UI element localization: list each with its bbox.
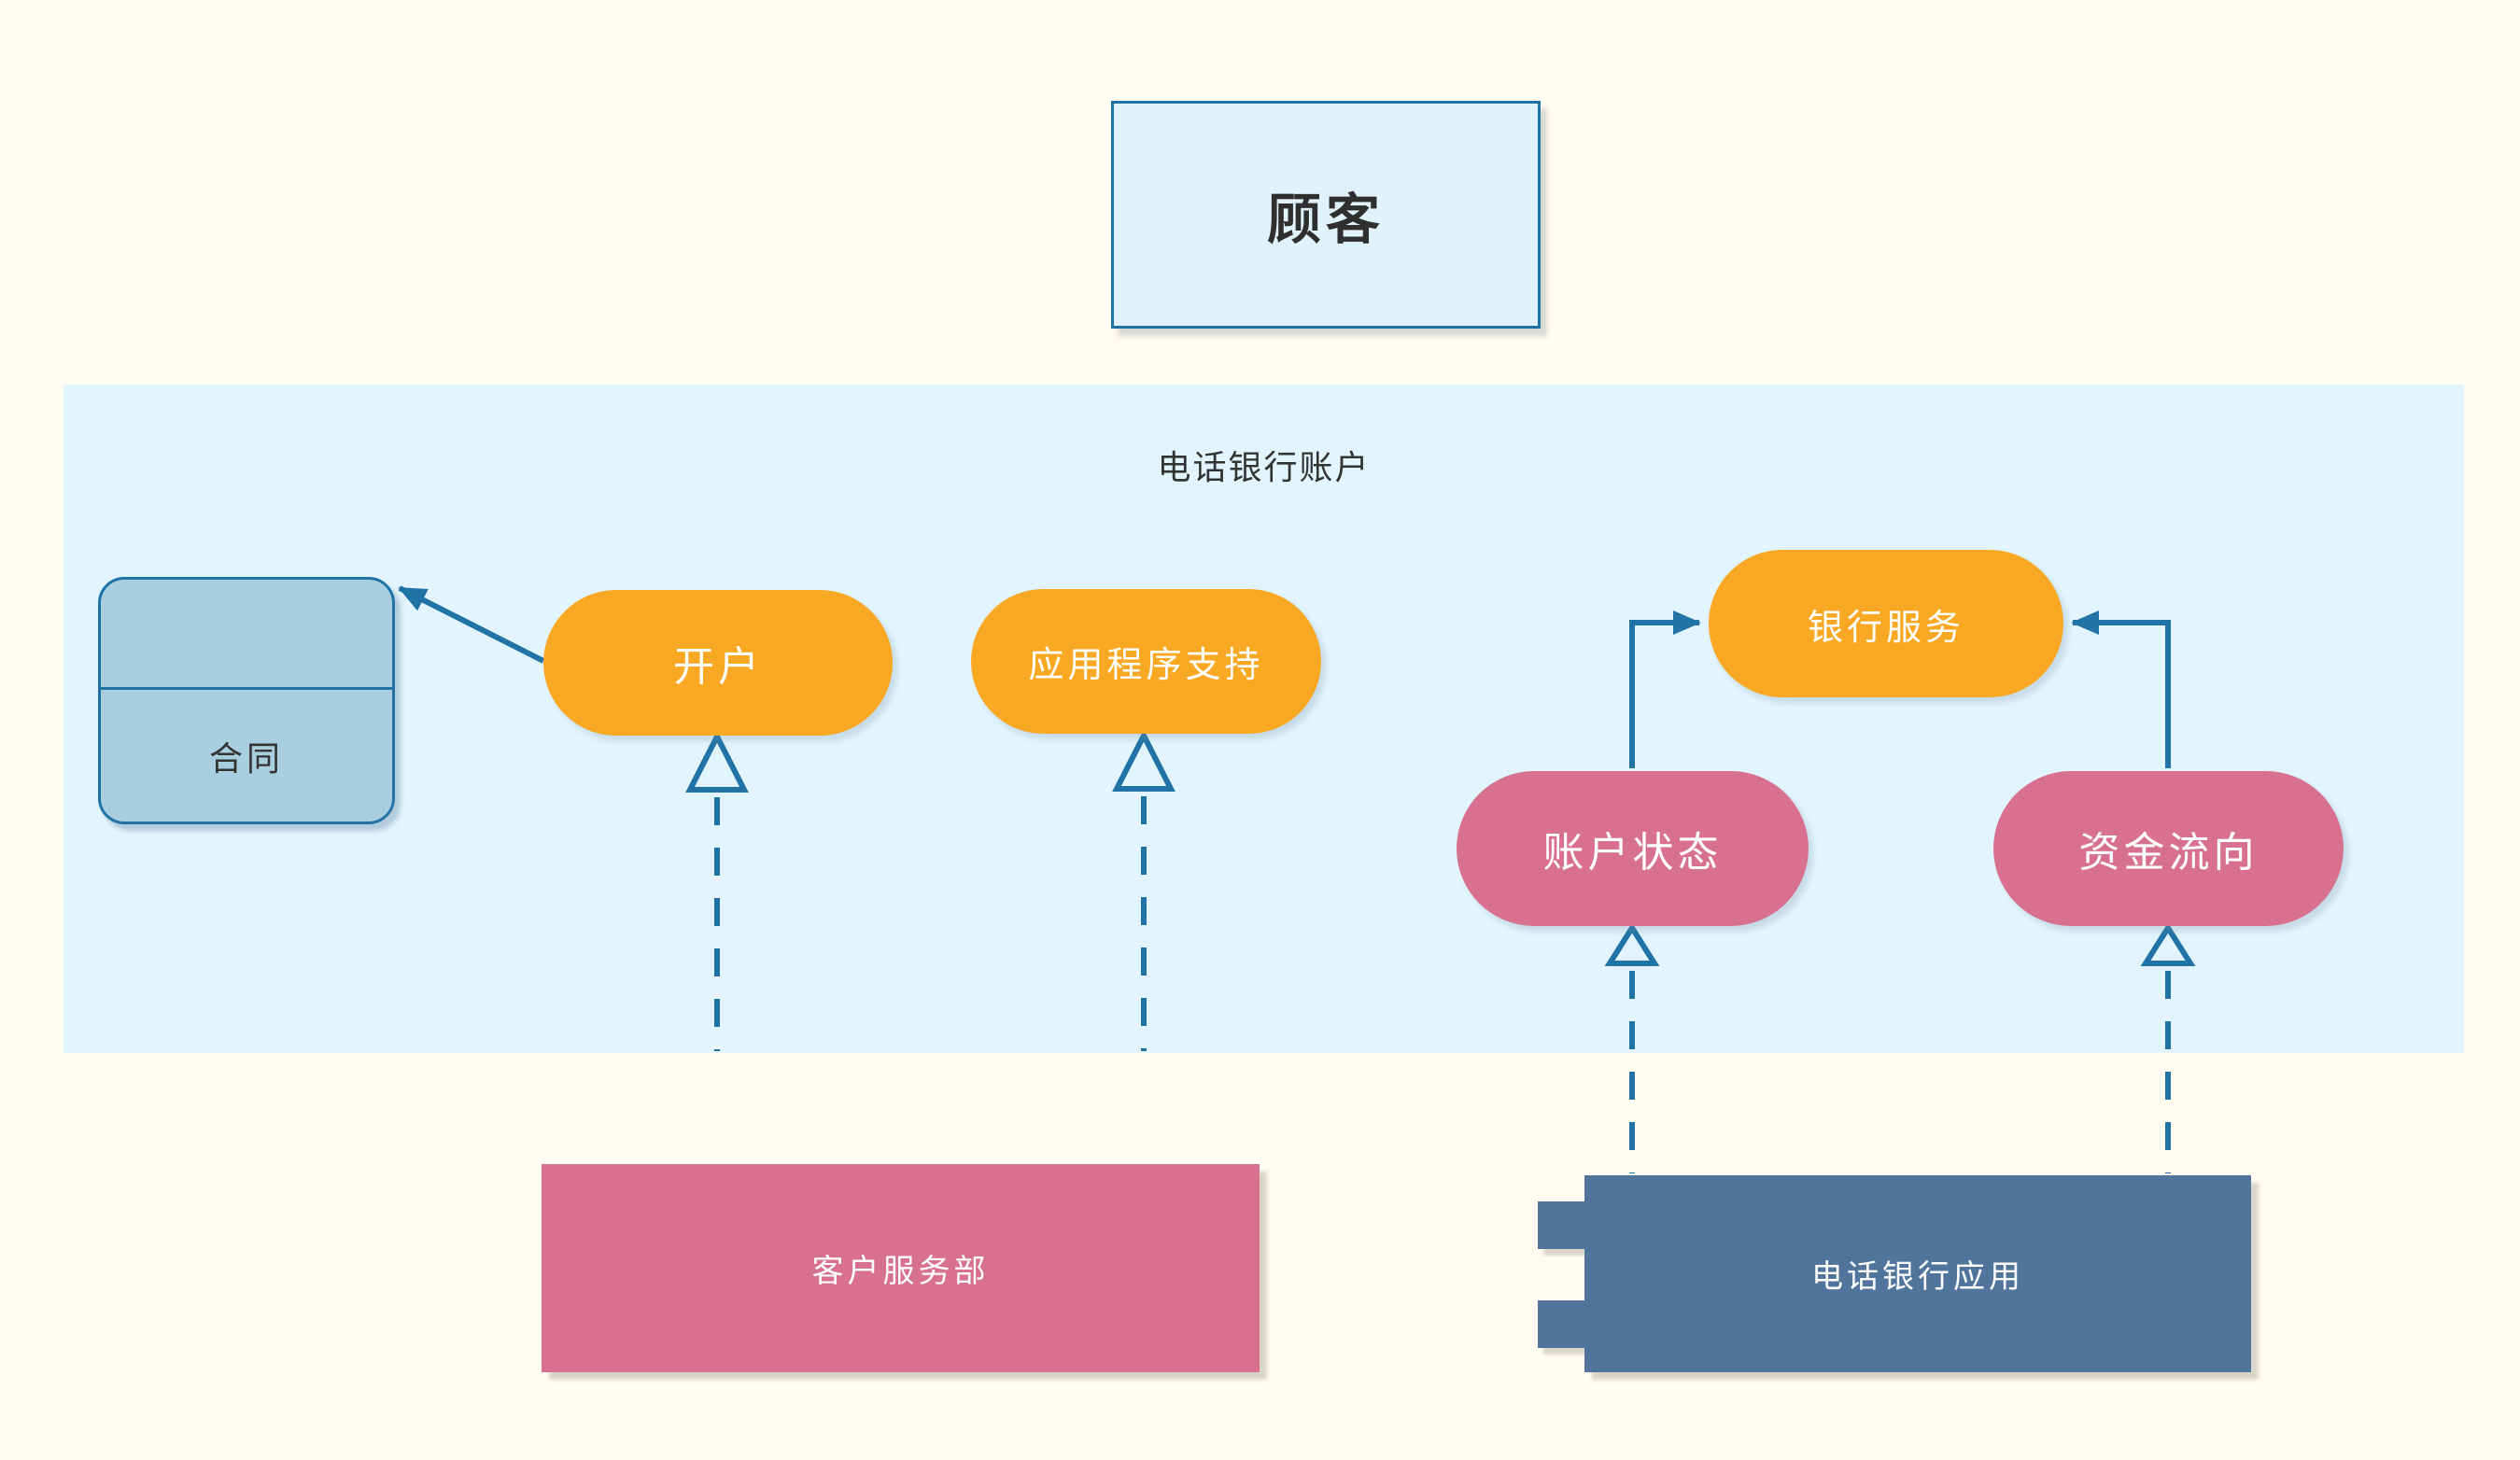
phone-banking-app-label: 电话银行应用 (1811, 1259, 2024, 1295)
system-boundary-label: 电话银行账户 (1157, 448, 1371, 486)
use-case-fund-flow: 资金流向 (1993, 771, 2344, 926)
use-case-open-account-label: 开户 (673, 644, 763, 690)
use-case-app-support: 应用程序支持 (971, 589, 1321, 734)
use-case-fund-flow-label: 资金流向 (2078, 830, 2259, 876)
use-case-bank-service-label: 银行服务 (1807, 608, 1964, 648)
use-case-account-status: 账户状态 (1457, 771, 1809, 926)
customer-box-label: 顾客 (1266, 190, 1385, 250)
customer-service-dept-label: 客户服务部 (811, 1254, 990, 1289)
use-case-app-support-label: 应用程序支持 (1028, 646, 1264, 685)
customer-service-dept-box: 客户服务部 (542, 1164, 1260, 1372)
use-case-open-account: 开户 (543, 590, 893, 736)
customer-box: 顾客 (1111, 101, 1541, 329)
contract-box: 合同 (98, 577, 395, 824)
contract-divider (101, 687, 392, 690)
phone-banking-app-component: 电话银行应用 (1584, 1175, 2251, 1372)
use-case-account-status-label: 账户状态 (1542, 830, 1723, 876)
use-case-bank-service: 银行服务 (1709, 550, 2063, 697)
contract-label: 合同 (208, 738, 284, 778)
